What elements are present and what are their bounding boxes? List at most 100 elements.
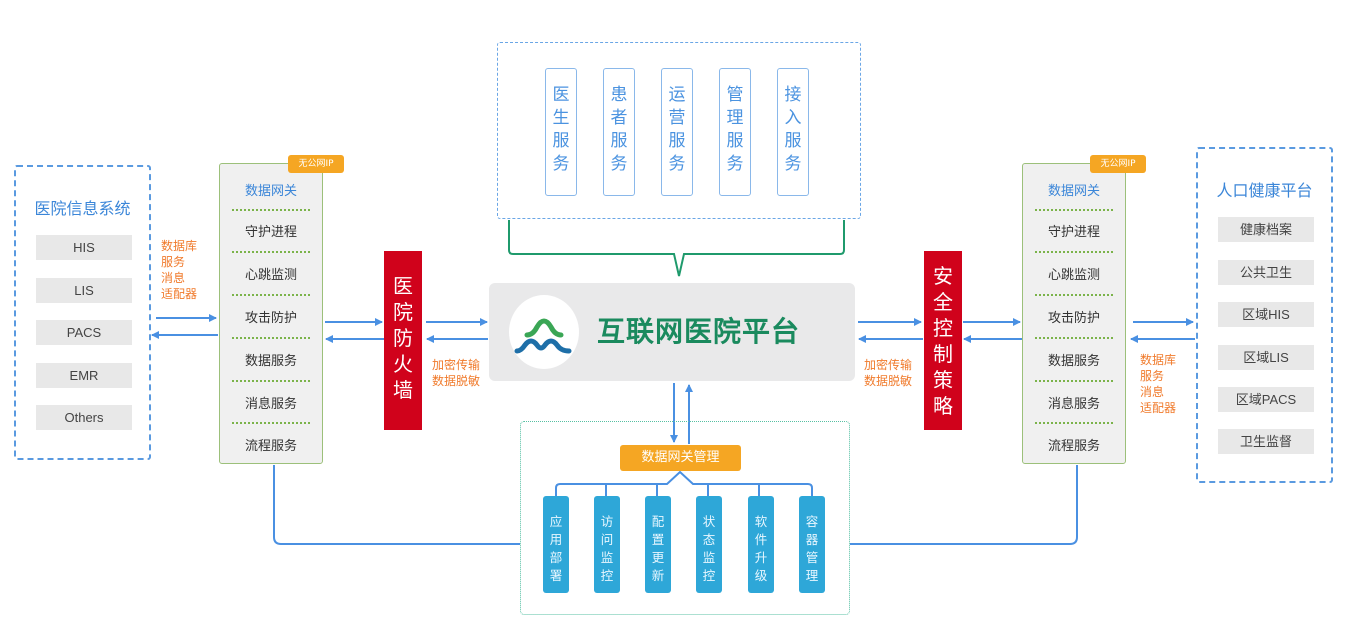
adapter-note-line: 消息 [161,271,186,285]
gateway-header: 数据网关 [1047,184,1100,199]
mgmt-char: 问 [600,532,614,547]
mgmt-char: 态 [702,532,716,547]
adapter-note-left: 数据库 服务 消息 适配器 [161,238,197,302]
service-char: 务 [726,154,744,174]
mgmt-char: 软 [754,514,768,529]
service-operation[interactable]: 运 营 服 务 [661,68,693,196]
system-item-pacs[interactable]: PACS [36,320,132,345]
mgmt-char: 状 [702,514,716,529]
hospital-firewall: 医 院 防 火 墙 [384,251,422,430]
service-char: 生 [552,108,570,128]
health-item[interactable]: 公共卫生 [1218,260,1314,285]
service-char: 管 [726,85,744,105]
health-item[interactable]: 区域HIS [1218,302,1314,327]
service-access[interactable]: 接 入 服 务 [777,68,809,196]
service-char: 务 [668,154,686,174]
adapter-note-right: 数据库 服务 消息 适配器 [1140,352,1176,416]
mgmt-access-monitor[interactable]: 访 问 监 控 [594,496,620,593]
encrypt-note-left: 加密传输 数据脱敏 [432,357,480,389]
service-char: 服 [668,131,686,151]
platform-title: 互联网医院平台 [597,315,801,348]
health-item[interactable]: 区域LIS [1218,345,1314,370]
divider [232,251,310,253]
service-char: 务 [552,154,570,174]
security-char: 控 [933,316,953,340]
service-management[interactable]: 管 理 服 务 [719,68,751,196]
system-item-his[interactable]: HIS [36,235,132,260]
firewall-char: 医 [393,274,413,298]
adapter-note-line: 适配器 [161,287,198,301]
health-item[interactable]: 健康档案 [1218,217,1314,242]
internet-hospital-platform[interactable]: 互联网医院平台 [489,283,855,381]
service-char: 运 [668,85,686,105]
mgmt-char: 监 [702,550,716,565]
service-doctor[interactable]: 医 生 服 务 [545,68,577,196]
right-gateway-to-mgmt-line [850,465,1078,545]
mgmt-char: 控 [600,568,614,583]
mgmt-status-monitor[interactable]: 状 态 监 控 [696,496,722,593]
divider [232,380,310,382]
mgmt-software-upgrade[interactable]: 软 件 升 级 [748,496,774,593]
security-char: 安 [933,264,953,288]
health-item[interactable]: 区域PACS [1218,387,1314,412]
gateway-row: 守护进程 [1047,225,1100,240]
system-item-lis[interactable]: LIS [36,278,132,303]
gateway-header: 数据网关 [244,184,297,199]
divider [1035,251,1113,253]
population-health-platform-title: 人口健康平台 [1216,181,1313,200]
mgmt-char: 署 [549,568,563,583]
service-char: 患 [610,85,628,105]
mgmt-char: 件 [754,532,768,547]
encrypt-note-line: 加密传输 [432,358,481,372]
mgmt-char: 置 [651,532,665,547]
mgmt-char: 监 [600,550,614,565]
mgmt-container-management[interactable]: 容 器 管 理 [799,496,825,593]
no-public-ip-badge: 无公网IP [1090,155,1146,173]
population-health-platform-panel: 人口健康平台 健康档案 公共卫生 区域HIS 区域LIS 区域PACS 卫生监督 [1196,147,1333,483]
mgmt-char: 新 [651,568,665,583]
mgmt-char: 更 [651,550,665,565]
system-item-emr[interactable]: EMR [36,363,132,388]
encrypt-note-line: 加密传输 [864,358,913,372]
adapter-note-line: 服务 [161,255,186,269]
mgmt-char: 控 [702,568,716,583]
mgmt-char: 器 [805,532,819,547]
health-item[interactable]: 卫生监督 [1218,429,1314,454]
service-char: 接 [784,85,802,105]
service-char: 务 [784,154,802,174]
data-gateway-left: 数据网关 守护进程 心跳监测 攻击防护 数据服务 消息服务 流程服务 [219,163,323,464]
gateway-row: 数据服务 [244,354,297,369]
gateway-row: 数据服务 [1047,354,1100,369]
services-panel: 医 生 服 务 患 者 服 务 运 营 服 务 管 理 服 务 接 入 服 务 [497,42,861,219]
gateway-row: 心跳监测 [244,268,297,283]
gateway-row: 心跳监测 [1047,268,1100,283]
firewall-char: 院 [393,300,413,324]
service-char: 营 [668,108,686,128]
service-char: 医 [552,85,570,105]
mgmt-char: 级 [754,568,768,583]
mgmt-char: 容 [805,514,819,529]
mgmt-app-deploy[interactable]: 应 用 部 署 [543,496,569,593]
left-gateway-to-mgmt-line [273,465,520,545]
divider [1035,380,1113,382]
hospital-info-system-panel: 医院信息系统 HIS LIS PACS EMR Others [14,165,151,460]
services-bracket [508,220,845,277]
divider [232,422,310,424]
system-item-others[interactable]: Others [36,405,132,430]
divider [1035,337,1113,339]
encrypt-note-line: 数据脱敏 [432,374,481,388]
encrypt-note-right: 加密传输 数据脱敏 [864,357,912,389]
service-patient[interactable]: 患 者 服 务 [603,68,635,196]
divider [1035,422,1113,424]
mgmt-char: 用 [549,532,563,547]
service-char: 理 [726,108,744,128]
mgmt-char: 管 [805,550,819,565]
gateway-row: 流程服务 [244,439,297,454]
divider [232,337,310,339]
firewall-char: 防 [393,326,413,350]
gateway-management-title[interactable]: 数据网关管理 [620,445,741,471]
mgmt-config-update[interactable]: 配 置 更 新 [645,496,671,593]
firewall-char: 火 [393,352,413,376]
security-char: 略 [933,394,953,418]
mgmt-char: 应 [549,514,563,529]
